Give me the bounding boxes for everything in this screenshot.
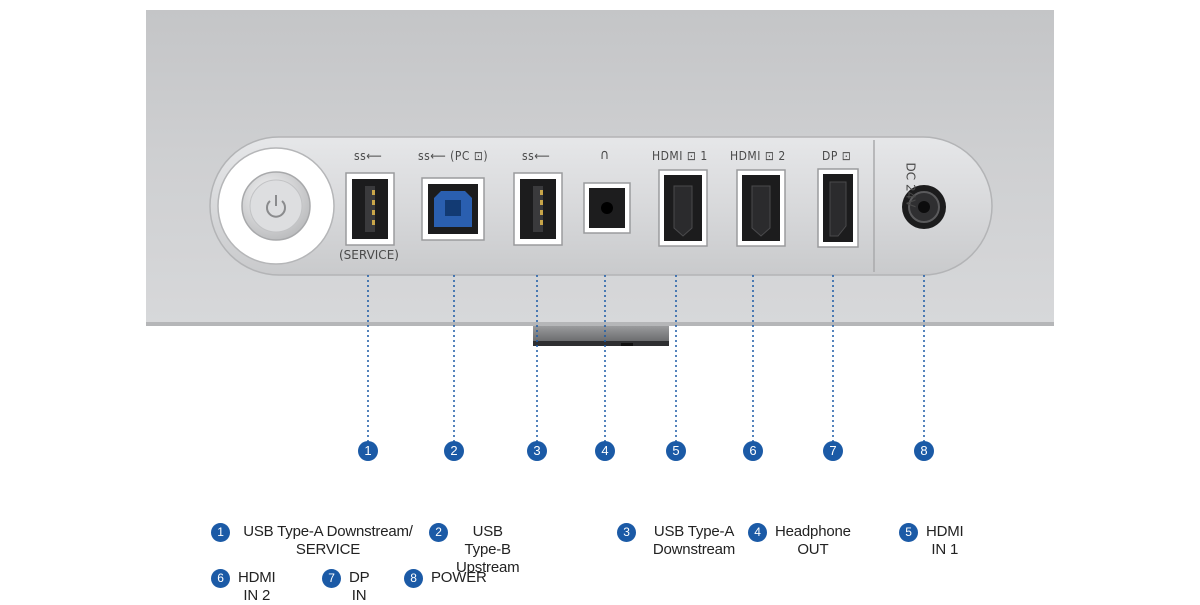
- callout-badge-3: 3: [527, 441, 547, 461]
- hdmi-port-1: [658, 169, 708, 247]
- legend-item-8: 8 POWER: [404, 569, 487, 588]
- usb-b-port: [421, 177, 485, 241]
- dc-power-jack: [902, 185, 946, 229]
- service-label: (SERVICE): [339, 248, 399, 262]
- legend-badge-6: 6: [211, 569, 230, 588]
- headphone-jack: [583, 182, 631, 234]
- legend-badge-1: 1: [211, 523, 230, 542]
- callout-badge-2: 2: [444, 441, 464, 461]
- hdmi-port-2: [736, 169, 786, 247]
- power-icon: [266, 195, 286, 218]
- legend-item-2: 2 USB Type-B Upstream: [429, 523, 520, 577]
- legend-badge-5: 5: [899, 523, 918, 542]
- legend-text-2: USB Type-B Upstream: [456, 523, 520, 576]
- legend-badge-4: 4: [748, 523, 767, 542]
- port-label-hdmi-2: HDMI ⊡ 2: [730, 149, 786, 163]
- legend-badge-8: 8: [404, 569, 423, 588]
- legend-text-1: USB Type-A Downstream/ SERVICE: [243, 523, 413, 558]
- callout-badge-7: 7: [823, 441, 843, 461]
- port-label-usb-a-1: ss⟵: [354, 149, 383, 163]
- headphone-icon: ∩: [600, 147, 610, 163]
- legend-item-3: 3 USB Type-A Downstream: [617, 523, 744, 559]
- port-label-usb-a-2: ss⟵: [522, 149, 551, 163]
- callout-badge-8: 8: [914, 441, 934, 461]
- legend-text-5: HDMI IN 1: [926, 523, 964, 558]
- callout-badge-6: 6: [743, 441, 763, 461]
- legend-text-4: Headphone OUT: [775, 523, 851, 558]
- port-label-usb-b: ss⟵ (PC ⊡): [418, 149, 489, 163]
- callout-badge-1: 1: [358, 441, 378, 461]
- port-label-dp: DP ⊡: [822, 149, 852, 163]
- legend-badge-3: 3: [617, 523, 636, 542]
- stand-neck: [533, 326, 669, 346]
- usb-a-port-downstream: [513, 172, 563, 246]
- dc-voltage-label: DC 24V: [903, 162, 918, 208]
- legend-item-1: 1 USB Type-A Downstream/ SERVICE: [211, 523, 418, 559]
- legend-badge-2: 2: [429, 523, 448, 542]
- callout-badge-4: 4: [595, 441, 615, 461]
- legend-item-4: 4 Headphone OUT: [748, 523, 851, 559]
- legend-item-5: 5 HDMI IN 1: [899, 523, 964, 559]
- displayport-port: [817, 168, 859, 248]
- port-label-hdmi-1: HDMI ⊡ 1: [652, 149, 708, 163]
- usb-a-port-service: [345, 172, 395, 246]
- legend-text-3: USB Type-A Downstream: [652, 523, 736, 558]
- legend-item-6: 6 HDMI IN 2: [211, 569, 276, 605]
- legend-item-7: 7 DP IN: [322, 569, 370, 605]
- legend-badge-7: 7: [322, 569, 341, 588]
- legend-text-8: POWER: [431, 569, 487, 586]
- callout-badge-5: 5: [666, 441, 686, 461]
